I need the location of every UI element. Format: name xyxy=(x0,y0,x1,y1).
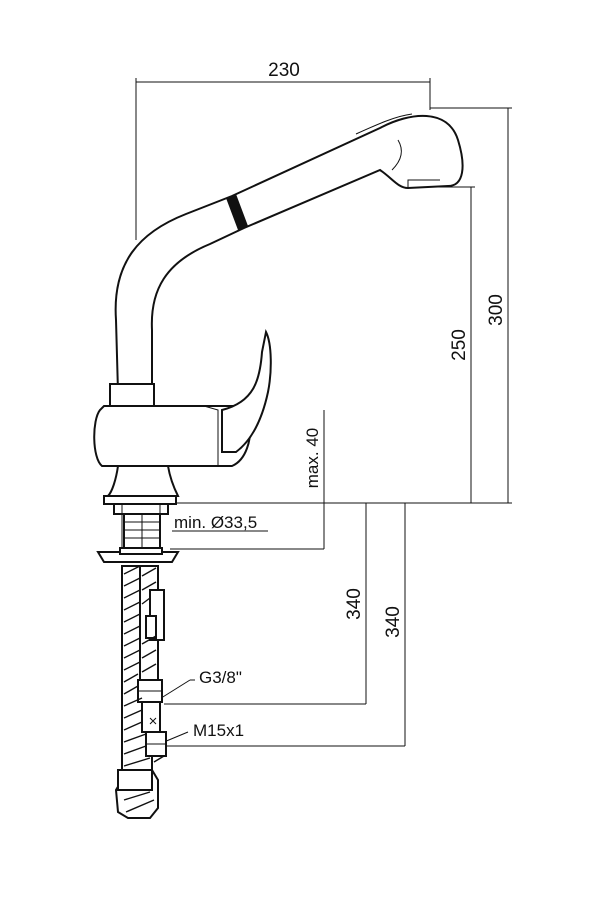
dim-width-total: 230 xyxy=(268,60,300,81)
dim-height-spout: 250 xyxy=(449,329,470,361)
hose-braid xyxy=(123,565,165,813)
dim-hose-length-1: 340 xyxy=(344,588,365,620)
thread-label-g38: G3/8" xyxy=(199,668,242,687)
faucet-body xyxy=(93,113,464,505)
dim-min-hole: min. Ø33,5 xyxy=(174,513,257,532)
dim-height-total: 300 xyxy=(486,294,507,326)
flexible-hoses xyxy=(114,565,167,819)
mounting-hardware xyxy=(96,503,180,563)
dim-max-deck: max. 40 xyxy=(303,428,322,488)
dim-hose-length-2: 340 xyxy=(383,606,404,638)
thread-label-m15: M15x1 xyxy=(193,721,244,740)
